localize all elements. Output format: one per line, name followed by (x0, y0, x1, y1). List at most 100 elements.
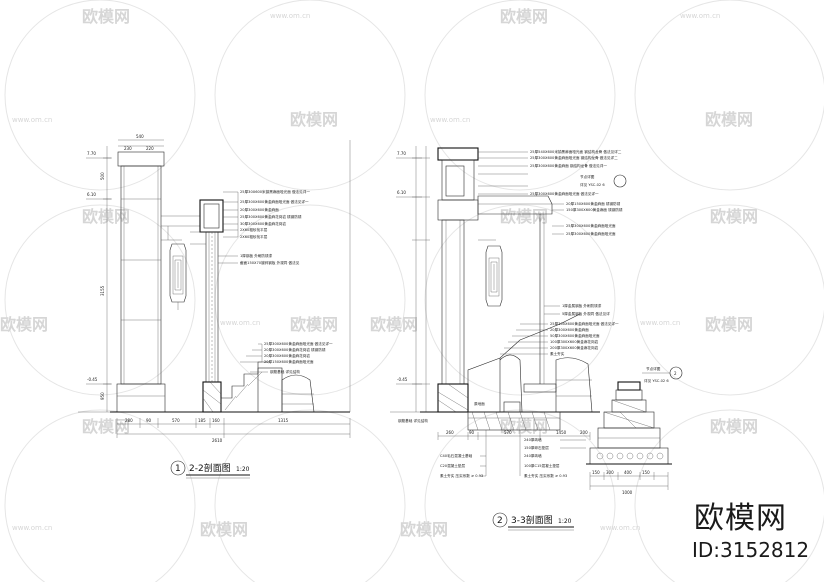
drawing-title-2: 2 3-3剖面图 1:20 (492, 512, 574, 531)
foundation-notes: C40毛石混凝土基础 C20混凝土垫层 素土夯实 压实系数 ≥ 0.93 240… (440, 430, 567, 478)
level-markers: 7.70 6.10 -0.45 (390, 151, 422, 413)
left-dimensions: 500 3155 950 (100, 146, 111, 412)
watermark-text: 欧模网 (705, 110, 753, 129)
watermark-text: 欧模网 (0, 315, 48, 334)
detail-title: 节点详图 (646, 366, 661, 371)
detail-number: 2 (674, 371, 677, 376)
brand-block: 欧模网 ID:3152812 (692, 501, 809, 562)
brand-logo: 欧模网 (694, 501, 787, 536)
dimension-label: 500 (100, 172, 105, 180)
material-notes: 25厚540X600米镇黑麻面哑光面 钢结构龙骨 做法见详二 25厚300X60… (478, 149, 627, 356)
note-text: 截面150X70镀锌钢板 外观同 做法见 (240, 260, 300, 265)
canopy-slab (477, 195, 553, 384)
seat-wall (467, 313, 593, 413)
level-label: -0.45 (397, 377, 408, 382)
note-text: 5厚金属钢板 外观同 做法见详 (562, 311, 610, 316)
level-label: 7.70 (397, 151, 406, 156)
note-text: 25厚30X600米镇黑麻面哑光面 做法见详一 (240, 189, 310, 194)
dimension-label: 3155 (100, 285, 105, 296)
note-text: 25厚300X600黄金麻花岗岩 锈钢防锈 (240, 214, 302, 219)
note-text: 20厚300X600黄金麻花岗岩 锈钢防锈 (264, 347, 326, 352)
drawing-title: 3-3剖面图 (511, 514, 553, 526)
gravel-pattern (596, 452, 664, 460)
watermark-text: 欧模网 (710, 207, 758, 226)
dimension-label: 230 (124, 146, 132, 151)
note-text: 25厚300X600黄金麻面哑光面 做法见详一 (240, 199, 309, 204)
dimension-label: 950 (100, 392, 105, 400)
note-text: 2X60粗砂找平层 (240, 234, 268, 239)
watermark-url: www.om.cn (640, 319, 680, 327)
foundation-label: 钢筋基础 详见结构 (398, 418, 428, 423)
bottom-dimensions: 260 90 570 1450 200 (437, 430, 591, 440)
dimension-label: 1000 (622, 490, 633, 495)
dimension-label: 570 (172, 418, 180, 423)
watermark-url: www.om.cn (680, 12, 720, 20)
level-label: 6.10 (397, 190, 406, 195)
watermark-url: www.om.cn (600, 524, 640, 532)
drawing-number: 1 (175, 464, 181, 474)
watermark-url: www.om.cn (430, 116, 470, 124)
watermark-text: 欧模网 (200, 520, 248, 539)
note-text: 25厚300X600黄金麻面哑光面 做法见详一 (530, 191, 599, 196)
dimension-label: 200 (580, 430, 588, 435)
note-text: C20混凝土垫层 (440, 463, 465, 468)
note-text: 素土夯实 (550, 351, 565, 356)
note-text: 钢筋基础 详见结构 (270, 369, 300, 374)
dimension-label: 400 (624, 470, 632, 475)
note-text: 100厚300X600黄金麻花岗岩 (550, 339, 599, 344)
material-notes: 25厚30X600米镇黑麻面哑光面 做法见详一 25厚300X600黄金麻面哑光… (218, 189, 333, 374)
drawing-title: 2-2剖面图 (189, 462, 231, 474)
dimension-label: 90 (146, 418, 152, 423)
watermark-text: 欧模网 (500, 417, 548, 436)
note-text: 25厚300X600黄金麻面哑光面 (566, 231, 616, 236)
note-text: 20厚150X600黄金麻面 锈钢防锈 (566, 201, 621, 206)
note-text: 25厚300X600黄金麻面哑光面 做法见详一 (264, 341, 333, 346)
note-text: 150厚300X600黄金麻面 锈钢防锈 (566, 207, 623, 212)
dimension-label: 1315 (278, 418, 289, 423)
note-text: C40毛石混凝土基础 (440, 453, 473, 458)
note-text: 详见 YSC-02 6 (580, 182, 605, 187)
watermark-url: www.om.cn (12, 524, 52, 532)
note-text: 25厚540X600米镇黑麻面哑光面 钢结构龙骨 做法见详二 (530, 149, 622, 154)
detail-drawing: 2 节点详图 详见 YSC-02 6 150 300 40 (524, 366, 683, 495)
dimension-label: 220 (146, 146, 154, 151)
watermark-text: 欧模网 (82, 417, 130, 436)
watermark-text: 欧模网 (710, 417, 758, 436)
note-text: 150厚碎石垫层 (524, 445, 549, 450)
dimension-label: 280 (125, 418, 133, 423)
dimension-label: 150 (642, 470, 650, 475)
dimension-label: 160 (212, 418, 220, 423)
dimension-label: 185 (198, 418, 206, 423)
drawing-scale: 1:20 (558, 518, 572, 525)
soil-label: 原地面 (474, 401, 485, 406)
steps (220, 361, 315, 413)
drawing-scale: 1:20 (236, 466, 250, 473)
foundation (420, 401, 600, 431)
note-text: 20厚300X600黄金麻面 (240, 207, 279, 212)
note-text: 200厚300X600黄金麻花岗岩 (550, 345, 599, 350)
level-label: 6.10 (87, 192, 96, 197)
drawing-number: 2 (497, 516, 503, 526)
dimension-label: 540 (136, 134, 144, 139)
watermark-text: 欧模网 (500, 207, 548, 226)
dimension-label: 90 (469, 430, 475, 435)
watermark-text: 欧模网 (705, 315, 753, 334)
level-label: -0.45 (87, 377, 98, 382)
watermark-text: 欧模网 (400, 520, 448, 539)
note-text: 20厚300X600黄金麻面 (550, 327, 589, 332)
dimension-label: 260 (446, 430, 454, 435)
note-text: 20厚300X600黄金麻花岗岩 (264, 353, 310, 358)
watermark-url: www.om.cn (270, 12, 310, 20)
section-2-2-drawing: 7.70 6.10 -0.45 500 3155 950 540 230 220 (78, 134, 351, 479)
watermark-text: 欧模网 (290, 110, 338, 129)
note-text: 25厚300X600黄金麻面 钢结构龙骨 做法见详一 (530, 163, 607, 168)
watermark-text: 欧模网 (500, 7, 548, 26)
note-text: 240厚砖墙 (524, 437, 542, 442)
note-text: 1厚钢板 外刷防锈漆 (240, 253, 273, 258)
dimension-label: 2610 (212, 438, 223, 443)
watermark-text: 欧模网 (82, 7, 130, 26)
note-text: 20厚150X600黄金麻面哑光面 (264, 359, 314, 364)
note-text: 30厚300X600黄金麻花岗岩 (240, 221, 286, 226)
dimension-label: 1450 (556, 430, 567, 435)
